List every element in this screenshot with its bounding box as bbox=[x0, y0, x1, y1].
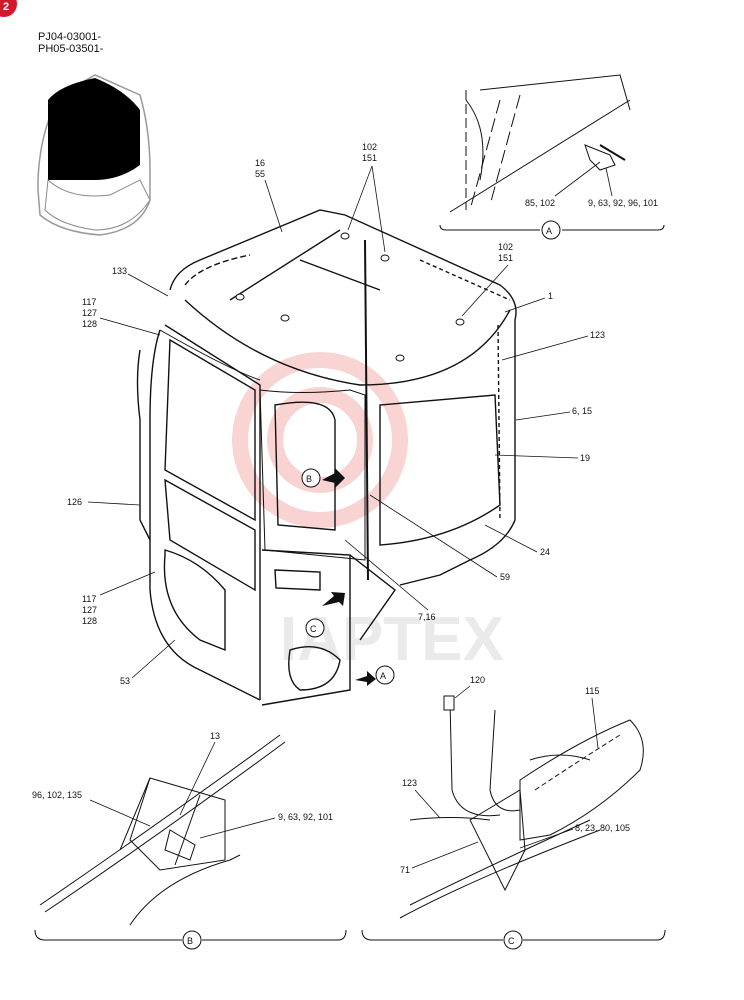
serial-code-2: PH05-03501- bbox=[38, 43, 104, 55]
callout-a-9-63-92-96-101: 9, 63, 92, 96, 101 bbox=[588, 198, 658, 208]
bolt-heads bbox=[235, 232, 465, 362]
watermark: IAPTEX bbox=[232, 352, 504, 674]
detail-c-marker-main bbox=[305, 618, 325, 638]
detail-b-marker-label: B bbox=[187, 936, 193, 946]
serial-code-1: PJ04-03001- bbox=[38, 31, 101, 43]
detail-c-marker-label: C bbox=[508, 936, 515, 946]
callout-127-bottom: 127 bbox=[82, 605, 97, 615]
callout-c-123: 123 bbox=[402, 778, 417, 788]
callout-b-13: 13 bbox=[210, 731, 220, 741]
cab-assembly bbox=[136, 209, 517, 706]
callout-151-right: 151 bbox=[498, 253, 513, 263]
watermark-text: IAPTEX bbox=[280, 605, 504, 674]
callout-126: 126 bbox=[67, 497, 82, 507]
callout-55: 55 bbox=[255, 169, 265, 179]
callout-123: 123 bbox=[590, 330, 605, 340]
callout-6-15: 6, 15 bbox=[572, 406, 592, 416]
callout-59: 59 bbox=[500, 572, 510, 582]
callout-127-top: 127 bbox=[82, 308, 97, 318]
page-number-badge: 2 bbox=[0, 0, 17, 17]
leader-lines bbox=[87, 165, 589, 679]
detail-a-marker-main bbox=[375, 665, 395, 685]
detail-a-marker bbox=[541, 220, 561, 240]
callout-c-71: 71 bbox=[400, 865, 410, 875]
connector-120 bbox=[443, 695, 455, 711]
detail-c bbox=[361, 699, 666, 941]
callout-a-85-102: 85, 102 bbox=[525, 198, 555, 208]
callout-117-bottom: 117 bbox=[82, 594, 96, 604]
detail-b-marker-main-label: B bbox=[306, 474, 312, 484]
callout-102-top: 102 bbox=[362, 142, 377, 152]
callout-c-115: 115 bbox=[585, 686, 599, 696]
callout-133: 133 bbox=[112, 266, 127, 276]
callout-c-8-23-80-105: 8, 23, 80, 105 bbox=[575, 823, 630, 833]
callout-151-top: 151 bbox=[362, 153, 377, 163]
detail-a bbox=[439, 74, 665, 231]
callout-128-bottom: 128 bbox=[82, 616, 97, 626]
callout-53: 53 bbox=[120, 676, 130, 686]
callout-19: 19 bbox=[580, 453, 590, 463]
detail-b bbox=[34, 734, 347, 941]
detail-a-marker-label: A bbox=[546, 226, 552, 236]
callout-128-top: 128 bbox=[82, 319, 97, 329]
callout-7-16: 7,16 bbox=[418, 612, 436, 622]
detail-b-marker bbox=[182, 930, 202, 950]
callout-24: 24 bbox=[540, 547, 550, 557]
thumbnail-cab bbox=[37, 74, 151, 236]
callout-b-96-102-135: 96, 102, 135 bbox=[32, 790, 82, 800]
detail-a-marker-main-label: A bbox=[380, 671, 386, 681]
detail-arrows bbox=[322, 468, 376, 686]
detail-c-marker bbox=[503, 930, 523, 950]
detail-c-marker-main-label: C bbox=[310, 624, 317, 634]
detail-b-marker-main bbox=[301, 468, 321, 488]
callout-16: 16 bbox=[255, 158, 265, 168]
callout-102-right: 102 bbox=[498, 242, 513, 252]
callout-b-9-63-92-101: 9, 63, 92, 101 bbox=[278, 812, 333, 822]
callout-1: 1 bbox=[548, 291, 553, 301]
callout-117-top: 117 bbox=[82, 297, 96, 307]
callout-c-120: 120 bbox=[470, 675, 485, 685]
